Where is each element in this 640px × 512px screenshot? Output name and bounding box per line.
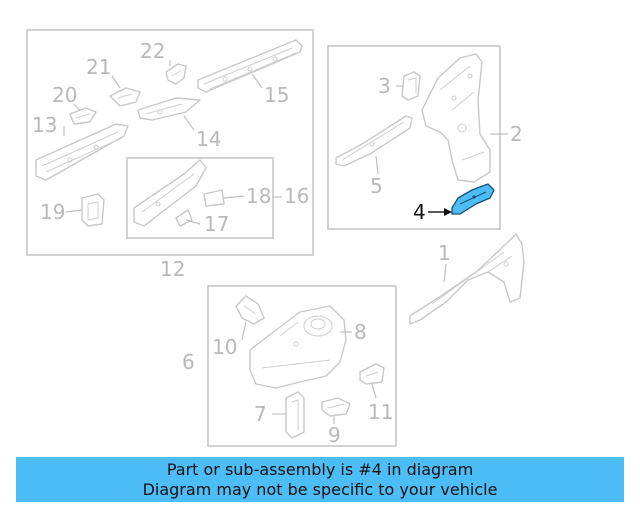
part-13 bbox=[35, 123, 129, 181]
part-3 bbox=[401, 71, 421, 101]
callout-16: 16 bbox=[284, 184, 309, 208]
assembly-group-6: 8 10 6 11 7 9 bbox=[182, 285, 397, 447]
part-1: 1 bbox=[409, 233, 525, 325]
part-15 bbox=[197, 39, 303, 93]
callout-19: 19 bbox=[40, 200, 65, 224]
part-16-member bbox=[133, 159, 207, 227]
part-8 bbox=[249, 305, 347, 389]
callout-20: 20 bbox=[52, 83, 77, 107]
part-18 bbox=[203, 189, 225, 207]
group-box-2 bbox=[327, 45, 501, 230]
callout-8: 8 bbox=[354, 320, 367, 344]
callout-3: 3 bbox=[378, 74, 391, 98]
callout-6: 6 bbox=[182, 350, 195, 374]
part-22 bbox=[165, 63, 187, 85]
callout-11: 11 bbox=[368, 400, 393, 424]
callout-12: 12 bbox=[160, 257, 185, 281]
callout-7: 7 bbox=[254, 402, 267, 426]
callout-14: 14 bbox=[196, 127, 221, 151]
part-9 bbox=[321, 397, 351, 417]
callout-22: 22 bbox=[140, 39, 165, 63]
assembly-group-2: 3 5 2 4 bbox=[327, 45, 523, 230]
part-5 bbox=[335, 115, 413, 167]
part-4-highlighted[interactable] bbox=[451, 183, 495, 215]
callout-10: 10 bbox=[212, 335, 237, 359]
part-17 bbox=[175, 209, 193, 227]
callout-17: 17 bbox=[204, 212, 229, 236]
callout-2: 2 bbox=[510, 122, 523, 146]
parts-diagram: 22 21 20 13 15 14 19 18 16 17 12 bbox=[26, 29, 525, 447]
callout-18: 18 bbox=[246, 184, 271, 208]
callout-13: 13 bbox=[32, 113, 57, 137]
part-14 bbox=[137, 97, 201, 121]
callout-4: 4 bbox=[413, 200, 426, 224]
banner-line-2: Diagram may not be specific to your vehi… bbox=[142, 479, 498, 499]
part-2 bbox=[421, 53, 491, 183]
part-20 bbox=[69, 107, 97, 125]
callout-1: 1 bbox=[438, 241, 451, 265]
callout-9: 9 bbox=[328, 423, 341, 447]
assembly-group-12: 22 21 20 13 15 14 19 18 16 17 12 bbox=[26, 29, 314, 281]
group-box-6 bbox=[207, 285, 397, 447]
part-21 bbox=[109, 87, 141, 107]
callout-5: 5 bbox=[370, 174, 383, 198]
callout-15: 15 bbox=[264, 83, 289, 107]
banner-line-1: Part or sub-assembly is #4 in diagram bbox=[166, 459, 474, 479]
part-19 bbox=[81, 193, 105, 227]
part-11 bbox=[359, 363, 385, 385]
group-box-16 bbox=[126, 157, 274, 239]
part-10 bbox=[235, 295, 265, 325]
group-box-12 bbox=[26, 29, 314, 256]
callout-21: 21 bbox=[86, 55, 111, 79]
info-banner: Part or sub-assembly is #4 in diagram Di… bbox=[16, 457, 624, 502]
part-7 bbox=[285, 391, 305, 439]
